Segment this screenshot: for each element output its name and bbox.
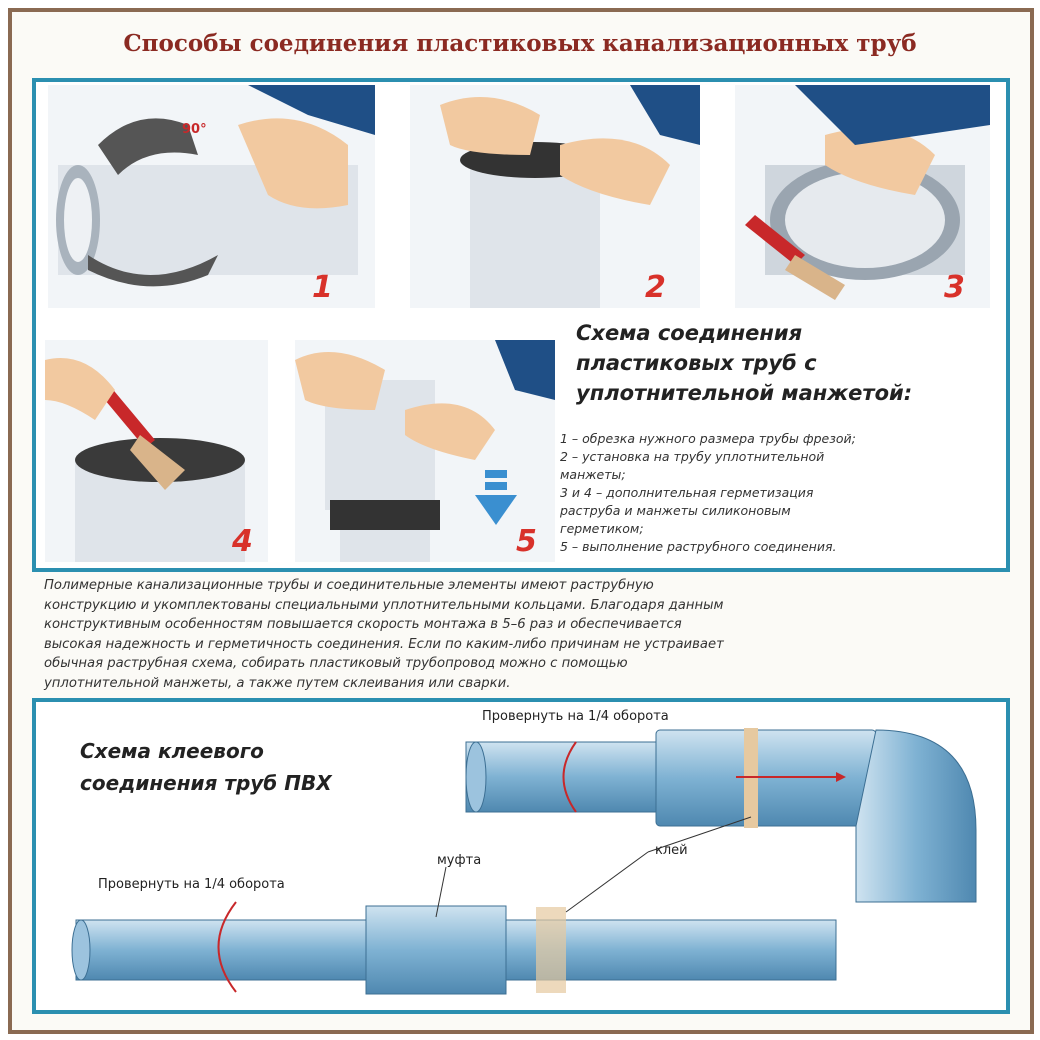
step-number-1: 1 (312, 270, 333, 305)
paragraph-line: уплотнительной манжеты, а также путем ск… (44, 675, 511, 691)
glue-label: клей (655, 843, 688, 858)
step-5-image-socket-joint (295, 340, 555, 562)
step-line: герметиком; (560, 521, 644, 536)
seal-schema-title-line: уплотнительной манжетой: (576, 381, 913, 405)
paragraph-line: Полимерные канализационные трубы и соеди… (44, 578, 654, 593)
step-4-image-brush (45, 340, 268, 562)
seal-schema-title-line: Схема соединения (576, 321, 803, 345)
seal-schema-title-line: пластиковых труб с (576, 351, 817, 375)
step-3-image-sealant (735, 85, 990, 308)
step-line: манжеты; (560, 467, 626, 482)
step-number-4: 4 (232, 524, 253, 559)
glue-connection-panel (32, 698, 1010, 1014)
step-line: 1 – обрезка нужного размера трубы фрезой… (560, 431, 856, 446)
paragraph-line: обычная раструбная схема, собирать пласт… (44, 656, 628, 671)
angle-label: 90° (182, 122, 207, 137)
step-number-5: 5 (516, 524, 537, 559)
rotate-label-top: Провернуть на 1/4 оборота (482, 709, 669, 724)
seal-schema-steps: 1 – обрезка нужного размера трубы фрезой… (560, 430, 1000, 556)
step-line: 2 – установка на трубу уплотнительной (560, 449, 825, 464)
glue-schema-title: Схема клеевого соединения труб ПВХ (80, 735, 332, 799)
coupling-label: муфта (437, 853, 482, 868)
description-paragraph: Полимерные канализационные трубы и соеди… (44, 576, 724, 693)
glue-schema-title-line: соединения труб ПВХ (80, 771, 332, 795)
step-number-2: 2 (645, 270, 666, 305)
step-1-image-pipe-cutting (48, 85, 375, 308)
paragraph-line: конструктивным особенностям повышается с… (44, 617, 682, 632)
glue-schema-title-line: Схема клеевого (80, 739, 264, 763)
rotate-label-bottom: Провернуть на 1/4 оборота (98, 877, 285, 892)
paragraph-line: высокая надежность и герметичность соеди… (44, 636, 724, 652)
step-line: 5 – выполнение раструбного соединения. (560, 539, 837, 554)
seal-schema-title: Схема соединения пластиковых труб с упло… (576, 318, 912, 408)
page-title: Способы соединения пластиковых канализац… (123, 30, 917, 57)
glue-joint-diagram (71, 728, 977, 995)
step-2-image-seal-install (410, 85, 700, 308)
step-number-3: 3 (944, 270, 965, 305)
paragraph-line: конструкцию и укомплектованы специальным… (44, 597, 724, 613)
step-line: раструба и манжеты силиконовым (560, 503, 791, 518)
step-line: 3 и 4 – дополнительная герметизация (560, 485, 814, 500)
